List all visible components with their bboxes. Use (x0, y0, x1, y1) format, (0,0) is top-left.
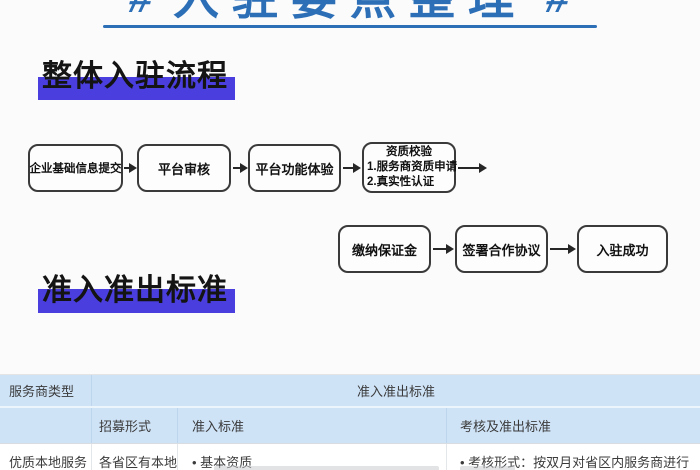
flow-arrow-4 (458, 162, 487, 173)
heading-highlight (38, 289, 235, 313)
qualification-check-item-2: 2.真实性认证 (367, 175, 435, 188)
flow-step-entry-success: 入驻成功 (577, 225, 668, 273)
flow-step-qualification-check: 资质校验 1.服务商资质申请 2.真实性认证 (362, 142, 458, 193)
flow-arrow-2 (233, 162, 248, 173)
flow-arrow-1 (124, 162, 137, 173)
section-heading-process-label: 整体入驻流程 (42, 60, 228, 93)
flow-step-pay-deposit: 缴纳保证金 (338, 225, 431, 273)
table-header-assessment-standard: 考核及准出标准 (460, 419, 552, 434)
section-heading-process: 整体入驻流程 (38, 60, 235, 100)
cutoff-text-hint (460, 466, 515, 470)
table-header-provider-type: 服务商类型 (0, 375, 92, 406)
table-header-entry-standard: 准入标准 (178, 408, 447, 443)
table-header-row-2: 招募形式 准入标准 考核及准出标准 (0, 408, 700, 444)
flow-step-basic-info: 企业基础信息提交 (28, 144, 123, 192)
hash-mark-left: # (124, 0, 159, 21)
flow-step-platform-experience: 平台功能体验 (248, 144, 341, 192)
heading-highlight (38, 77, 235, 100)
flow-arrow-3 (343, 162, 361, 173)
table-header-row-1: 服务商类型 准入准出标准 (0, 375, 700, 406)
title-underline (103, 25, 597, 28)
section-heading-standards: 准入准出标准 (38, 274, 235, 313)
cell-recruit-form: 各省区有本地 (92, 444, 178, 470)
qualification-check-item-1: 1.服务商资质申请 (367, 161, 458, 174)
section-heading-standards-label: 准入准出标准 (42, 274, 228, 307)
cutoff-text-hint (214, 466, 439, 470)
flow-step-sign-agreement: 签署合作协议 (455, 225, 548, 273)
table-header-standards-span: 准入准出标准 (356, 384, 435, 399)
flow-step-platform-review: 平台审核 (137, 144, 231, 192)
qualification-check-title: 资质校验 (386, 146, 432, 159)
flow-arrow-5 (433, 243, 454, 254)
main-title: # 入驻要点整理 # (0, 0, 700, 26)
cell-provider-type: 优质本地服务 (0, 444, 92, 470)
table-header-empty (0, 408, 92, 443)
cell-assessment-standard: • 考核形式：按双月对省区内服务商进行业绩 (460, 455, 690, 470)
standards-table: 服务商类型 准入准出标准 招募形式 准入标准 考核及准出标准 优质本地服务 各省… (0, 374, 700, 470)
flow-arrow-6 (550, 243, 576, 254)
hash-mark-right: # (541, 0, 576, 21)
table-header-divider (0, 406, 700, 408)
table-header-recruit-form: 招募形式 (92, 408, 178, 443)
main-title-text: 入驻要点整理 (173, 0, 527, 21)
